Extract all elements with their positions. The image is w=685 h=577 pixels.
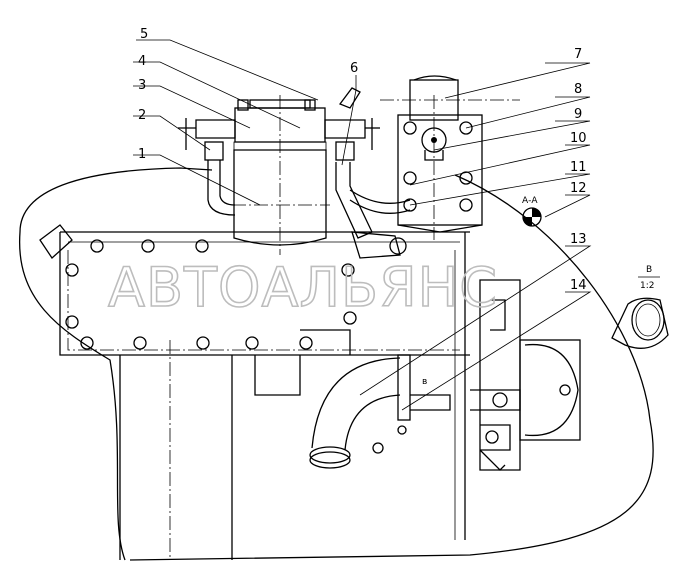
callout-12: 12 xyxy=(570,181,587,196)
oil-filter xyxy=(232,95,330,255)
callout-13: 13 xyxy=(570,232,587,247)
section-aa-detail xyxy=(522,207,542,227)
callout-5: 5 xyxy=(140,27,148,42)
section-aa-label: А-А xyxy=(522,196,538,206)
view-b-scale: 1:2 xyxy=(640,281,654,291)
view-b-detail xyxy=(611,297,669,349)
oil-pipe-right xyxy=(335,162,411,259)
callout-8: 8 xyxy=(574,82,582,97)
callout-10: 10 xyxy=(570,131,587,146)
callout-11: 11 xyxy=(570,160,587,175)
callout-4: 4 xyxy=(138,54,146,69)
callout-14: 14 xyxy=(570,278,587,293)
watermark-text: АВТОАЛЬЯНС xyxy=(108,256,498,319)
head-bolts xyxy=(65,239,357,350)
callout-1: 1 xyxy=(138,147,146,162)
engine-block-contour xyxy=(19,167,654,561)
water-pump xyxy=(470,279,581,471)
filter-bracket xyxy=(178,87,380,161)
callout-2: 2 xyxy=(138,108,146,123)
callout-6: 6 xyxy=(350,61,358,76)
callout-3: 3 xyxy=(138,78,146,93)
pump-housing xyxy=(380,75,520,240)
callout-7: 7 xyxy=(574,47,582,62)
leader-lines xyxy=(133,39,592,411)
view-b-marker: в xyxy=(422,377,427,387)
view-b-letter: В xyxy=(646,265,652,275)
oil-pipe-left xyxy=(207,160,236,216)
water-elbow xyxy=(309,354,451,469)
callout-9: 9 xyxy=(574,107,582,122)
callout-labels: 1 2 3 4 5 6 7 8 9 10 11 12 13 14 xyxy=(138,27,587,293)
